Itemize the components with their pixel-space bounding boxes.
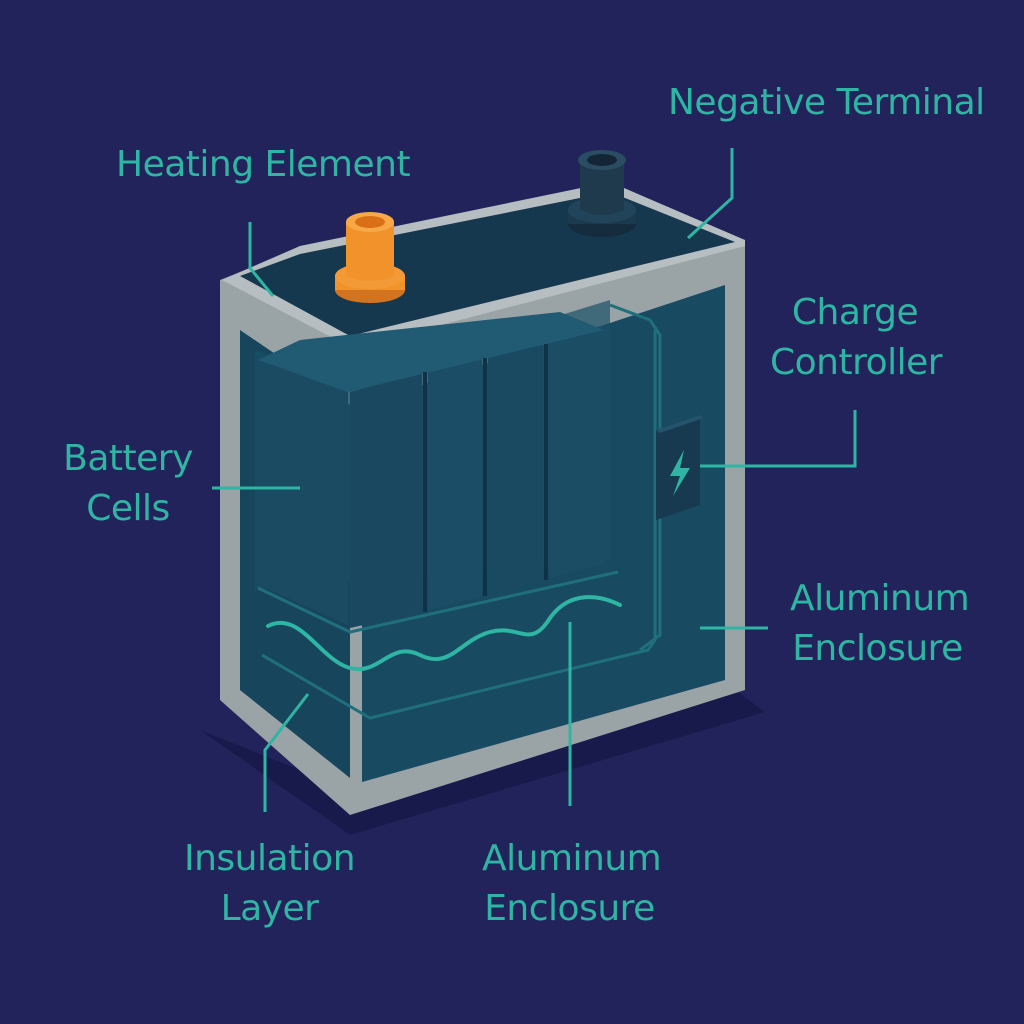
label-battery-cells-line1: Battery (63, 438, 193, 479)
battery-cell (549, 330, 604, 578)
label-heating-element: Heating Element (116, 140, 411, 190)
label-aluminum-enclosure-bottom-line2: Enclosure (484, 888, 655, 929)
label-aluminum-enclosure-bottom: Aluminum Enclosure (482, 834, 662, 934)
battery-cell-tops (258, 312, 604, 392)
label-battery-cells-line2: Cells (86, 488, 170, 529)
label-aluminum-enclosure-right-line2: Enclosure (792, 628, 963, 669)
battery-cell (428, 358, 482, 610)
battery-cell-stack (258, 312, 604, 628)
insulation-tray (257, 303, 662, 720)
label-battery-cells: Battery Cells (58, 434, 198, 534)
label-negative-terminal-text: Negative Terminal (668, 82, 985, 123)
leader-charge-controller (700, 410, 857, 468)
label-charge-controller-line2: Controller (770, 342, 943, 383)
negative-terminal-post (568, 150, 636, 237)
label-charge-controller: Charge Controller (770, 288, 943, 388)
label-insulation-layer: Insulation Layer (182, 834, 357, 934)
label-insulation-layer-line2: Layer (220, 888, 319, 929)
label-insulation-layer-line1: Insulation (183, 838, 356, 879)
heating-element-post (335, 212, 405, 303)
label-aluminum-enclosure-bottom-line1: Aluminum (482, 838, 662, 879)
leader-lines (212, 148, 857, 812)
leader-heating-element (248, 222, 275, 297)
battery-cell (350, 372, 422, 628)
charge-controller (656, 415, 704, 520)
leader-insulation-layer (263, 693, 310, 812)
label-aluminum-enclosure-right: Aluminum Enclosure (790, 574, 970, 674)
label-aluminum-enclosure-right-line1: Aluminum (790, 578, 970, 619)
label-heating-element-text: Heating Element (116, 144, 411, 185)
lightning-bolt-icon (670, 450, 690, 496)
battery-cell (488, 344, 543, 594)
label-charge-controller-line1: Charge (791, 292, 919, 333)
label-negative-terminal: Negative Terminal (668, 78, 985, 128)
heating-coil (266, 595, 622, 672)
leader-negative-terminal (686, 148, 734, 240)
battery-cell (258, 360, 348, 625)
